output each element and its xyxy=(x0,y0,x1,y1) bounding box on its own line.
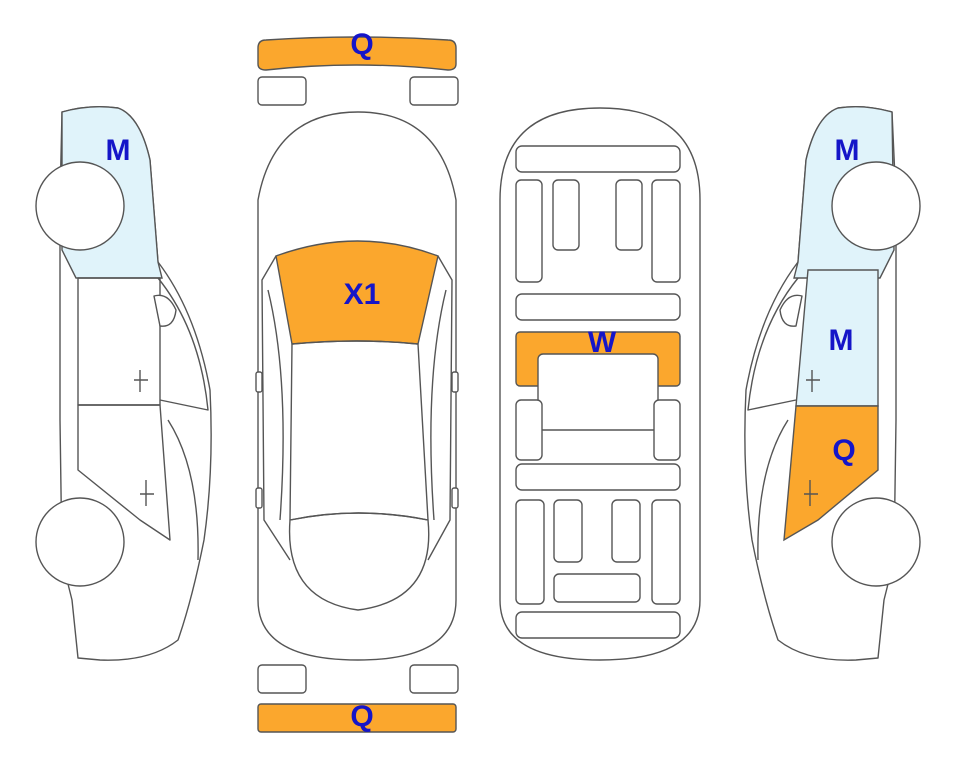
underside-front-right-seat xyxy=(615,179,643,251)
top-view-body xyxy=(257,111,457,661)
left-rear-door-outline xyxy=(77,404,171,541)
top-right-pillar xyxy=(430,289,447,521)
top-left-pillar xyxy=(267,289,284,521)
left-side-view: M xyxy=(35,105,212,661)
windshield-label: X1 xyxy=(344,278,381,311)
underside-mid-bar xyxy=(515,293,681,321)
right-front-wheel xyxy=(831,161,921,251)
rear-right-light xyxy=(409,664,459,694)
underside-rear-left-rail xyxy=(515,499,545,605)
underside-front-bar xyxy=(515,145,681,173)
left-rear-wheel xyxy=(35,497,125,587)
rear-bumper-zone[interactable] xyxy=(257,703,457,733)
underside-rear-bar xyxy=(515,463,681,491)
underside-mid-left xyxy=(515,399,543,461)
rear-bumper-label: Q xyxy=(350,700,373,733)
top-view: Q X1 Q xyxy=(255,28,459,733)
right-front-handle xyxy=(806,370,820,392)
top-right-mirror xyxy=(451,371,459,393)
right-mirror xyxy=(779,294,803,327)
top-left-handle xyxy=(255,487,263,509)
right-rear-door-zone[interactable] xyxy=(783,405,879,542)
underside-front-right-rail xyxy=(651,179,681,283)
top-right-handle xyxy=(451,487,459,509)
left-rear-handle xyxy=(140,480,154,506)
underside-rear-right-seat xyxy=(611,499,641,563)
top-right-side-line xyxy=(427,255,453,561)
left-front-handle xyxy=(134,370,148,392)
left-front-fender-label: M xyxy=(106,134,131,167)
right-window-line xyxy=(747,277,799,411)
left-rear-line xyxy=(167,419,199,561)
top-left-mirror xyxy=(255,371,263,393)
sunroof-panel xyxy=(537,353,659,431)
front-left-headlight xyxy=(257,76,307,106)
front-right-headlight xyxy=(409,76,459,106)
rear-left-light xyxy=(257,664,307,694)
right-rear-door-label: Q xyxy=(832,434,855,467)
underside-view: W xyxy=(499,107,701,661)
right-side-view: M M Q xyxy=(744,105,921,661)
right-rear-handle xyxy=(804,480,818,506)
right-rear-wheel xyxy=(831,497,921,587)
underside-mid-right xyxy=(653,399,681,461)
underside-rear-right-rail xyxy=(651,499,681,605)
left-window-line xyxy=(157,277,209,411)
left-front-wheel xyxy=(35,161,125,251)
front-bumper-label: Q xyxy=(350,28,373,61)
right-rear-line xyxy=(757,419,789,561)
left-mirror xyxy=(153,294,177,327)
underside-front-left-seat xyxy=(552,179,580,251)
top-left-side-line xyxy=(261,255,291,561)
underside-rear-block xyxy=(553,573,641,603)
underside-rear-end-bar xyxy=(515,611,681,639)
underside-rear-left-seat xyxy=(553,499,583,563)
right-front-fender-label: M xyxy=(835,134,860,167)
front-bumper-zone[interactable] xyxy=(257,36,457,71)
right-front-door-label: M xyxy=(829,324,854,357)
underside-front-left-rail xyxy=(515,179,543,283)
top-rear-window xyxy=(288,512,430,611)
